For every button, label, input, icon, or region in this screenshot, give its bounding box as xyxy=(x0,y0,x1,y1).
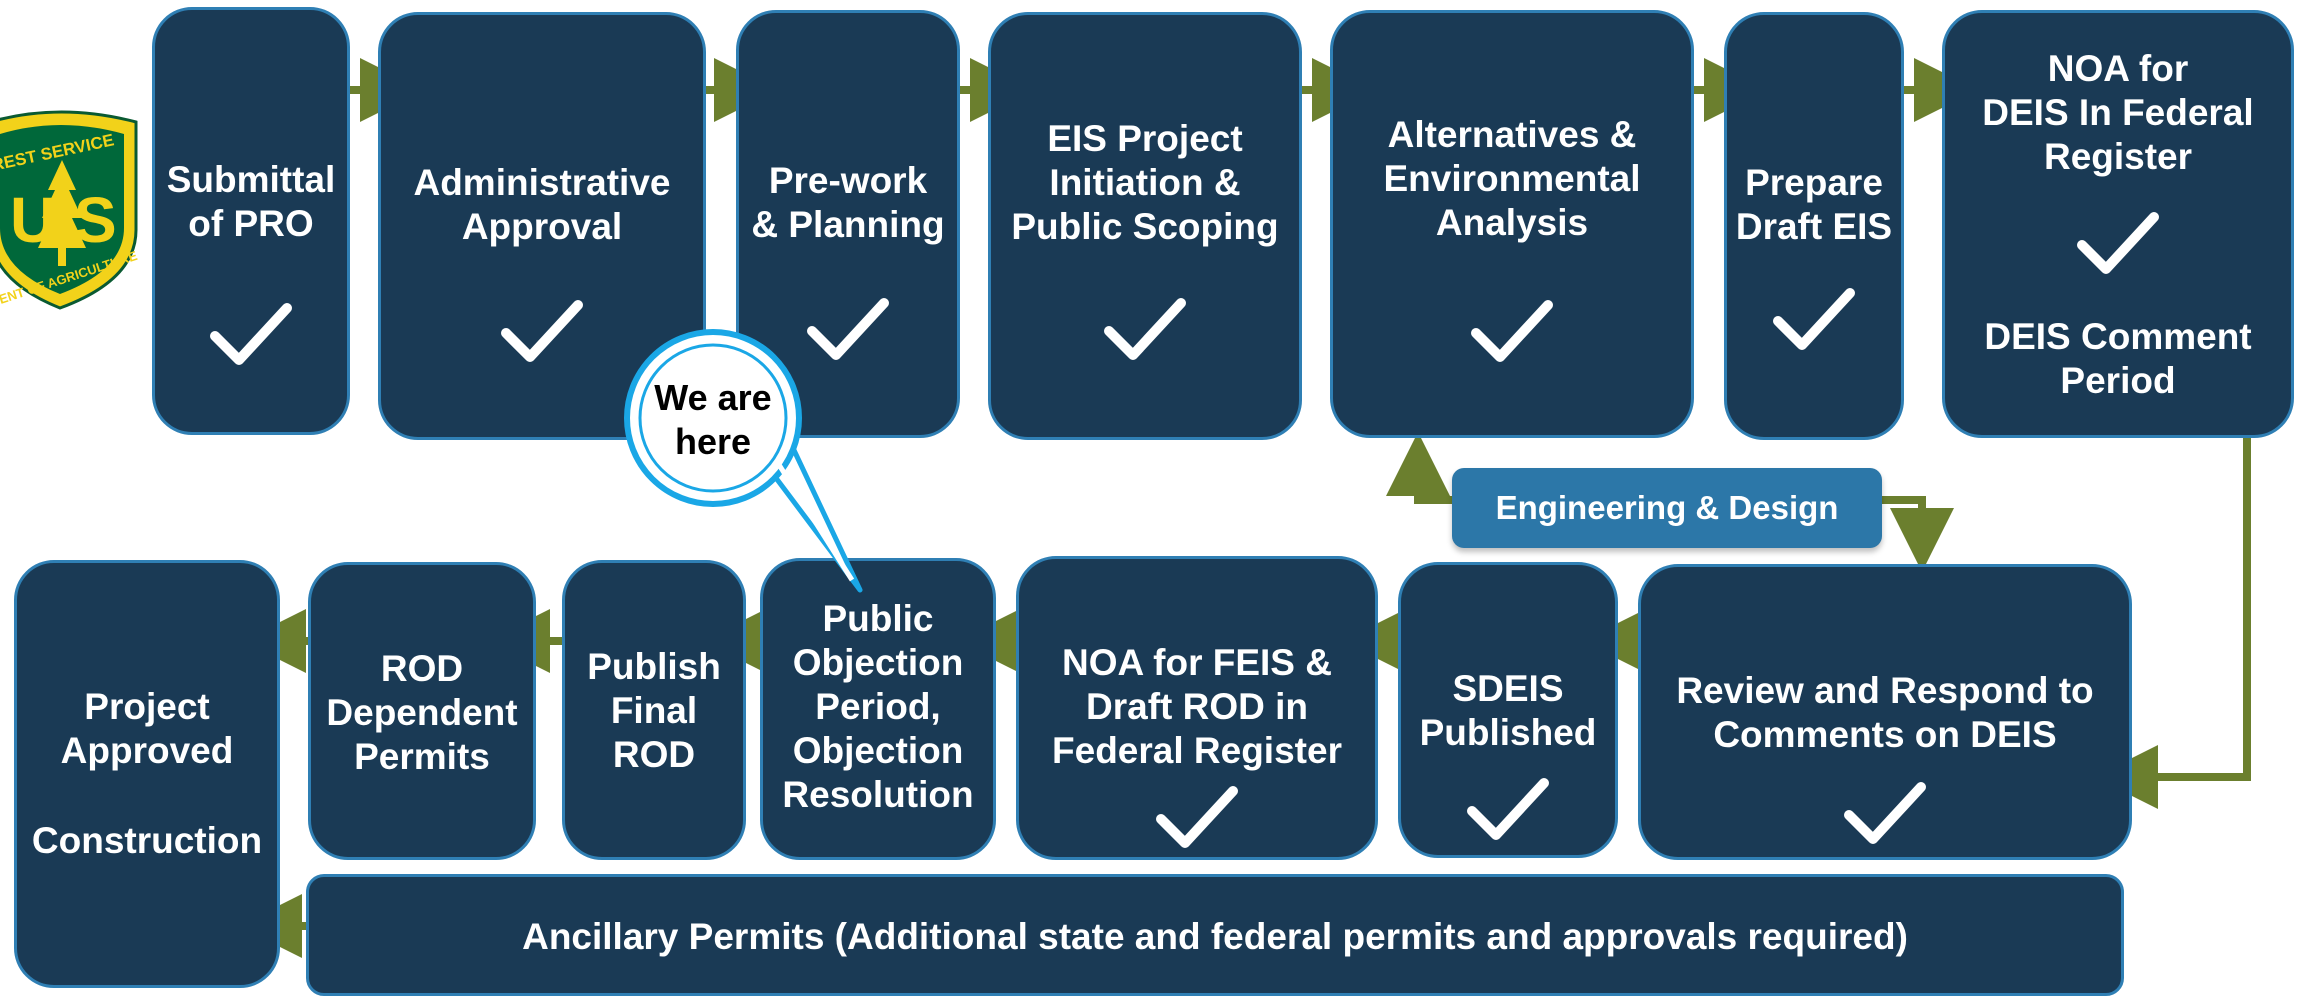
step-project-approved-construction: Project Approved Construction xyxy=(14,560,280,988)
check-icon xyxy=(1466,777,1550,841)
step-sdeis-published: SDEIS Published xyxy=(1398,562,1618,858)
step-pre-work-planning: Pre-work & Planning xyxy=(736,10,960,438)
check-icon xyxy=(1155,785,1239,849)
step-label-bottom: DEIS Comment Period xyxy=(1984,316,2252,401)
step-alternatives-environmental-analysis: Alternatives & Environmental Analysis xyxy=(1330,10,1694,438)
step-label-top: NOA for DEIS In Federal Register xyxy=(1982,48,2254,177)
step-label: Alternatives & Environmental Analysis xyxy=(1383,114,1641,243)
step-public-objection-period: Public Objection Period, Objection Resol… xyxy=(760,558,996,860)
callout-text: We are here xyxy=(654,377,772,462)
step-label: NOA for FEIS & Draft ROD in Federal Regi… xyxy=(1052,642,1342,771)
step-noa-feis-draft-rod: NOA for FEIS & Draft ROD in Federal Regi… xyxy=(1016,556,1378,860)
step-label-top: Project Approved xyxy=(60,686,234,771)
usfs-shield-logo: REST SERVICE U S RTMENT OF AGRICULTURE xyxy=(0,110,142,316)
step-publish-final-rod: Publish Final ROD xyxy=(562,560,746,860)
check-icon xyxy=(1843,781,1927,845)
step-label: ROD Dependent Permits xyxy=(326,648,518,777)
step-label: Public Objection Period, Objection Resol… xyxy=(782,598,974,815)
step-label: Prepare Draft EIS xyxy=(1735,162,1893,247)
check-icon xyxy=(1470,299,1554,363)
check-icon xyxy=(2076,211,2160,275)
step-label: Publish Final ROD xyxy=(587,646,721,775)
check-icon xyxy=(500,299,584,363)
check-icon xyxy=(209,302,293,366)
step-noa-deis-comment-period: NOA for DEIS In Federal Register DEIS Co… xyxy=(1942,10,2294,438)
ancillary-permits-label: Ancillary Permits (Additional state and … xyxy=(522,916,1908,957)
step-label: SDEIS Published xyxy=(1419,668,1597,753)
step-label: EIS Project Initiation & Public Scoping xyxy=(1011,118,1279,247)
step-label: Pre-work & Planning xyxy=(751,160,945,245)
check-icon xyxy=(806,297,890,361)
arrow-engineering-to-review xyxy=(1882,496,1954,572)
step-label: Administrative Approval xyxy=(413,162,671,247)
step-label-bottom: Construction xyxy=(31,820,263,861)
step-label: Review and Respond to Comments on DEIS xyxy=(1676,670,2094,755)
step-label: Submittal of PRO xyxy=(166,159,336,244)
engineering-design-box: Engineering & Design xyxy=(1452,468,1882,548)
step-prepare-draft-eis: Prepare Draft EIS xyxy=(1724,12,1904,440)
step-eis-project-initiation: EIS Project Initiation & Public Scoping xyxy=(988,12,1302,440)
check-icon xyxy=(1103,297,1187,361)
ancillary-permits-bar: Ancillary Permits (Additional state and … xyxy=(306,874,2124,996)
step-review-respond-comments: Review and Respond to Comments on DEIS xyxy=(1638,564,2132,860)
arrow-engineering-to-alternatives xyxy=(1386,432,1452,504)
step-submittal-of-pro: Submittal of PRO xyxy=(152,7,350,435)
step-rod-dependent-permits: ROD Dependent Permits xyxy=(308,562,536,860)
check-icon xyxy=(1772,287,1856,351)
